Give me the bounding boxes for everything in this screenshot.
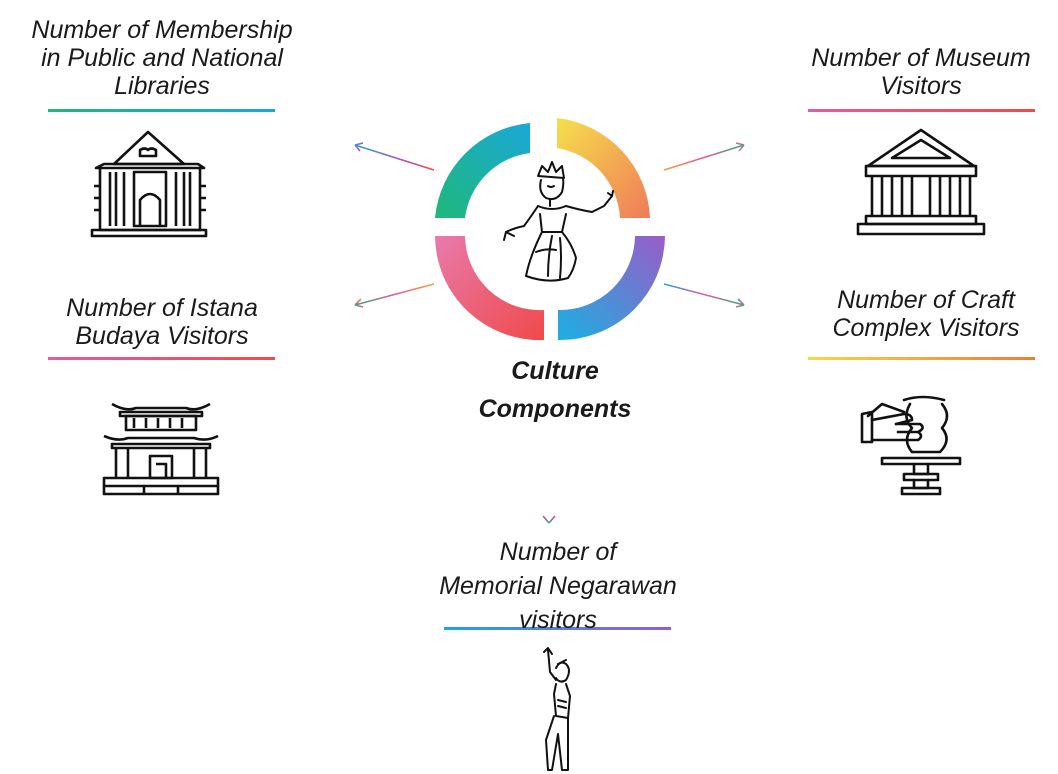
museum-columns-icon — [856, 128, 986, 236]
museum-label: Number of Museum Visitors — [790, 44, 1052, 100]
museum-label-line-2: Visitors — [880, 72, 962, 100]
libraries-label-line-1: Number of Membership — [31, 16, 293, 44]
memorial-label-line-3: visitors — [519, 606, 597, 634]
ring-segment-top-left — [435, 123, 530, 218]
arrow-to-libraries — [354, 142, 435, 171]
arrow-to-museum — [663, 142, 745, 171]
memorial-label-line-2: Memorial Negarawan — [439, 572, 677, 600]
istana-budaya-pagoda-icon — [102, 402, 220, 496]
museum-label-line-1: Number of Museum — [811, 44, 1031, 72]
center-title-line-1: Culture — [511, 357, 599, 385]
ring-segment-top-right — [557, 118, 650, 218]
craft-underline — [808, 357, 1035, 360]
libraries-label-line-2: in Public and National — [41, 44, 283, 72]
statesman-statue-icon — [543, 647, 571, 771]
libraries-label-line-3: Libraries — [114, 72, 210, 100]
memorial-label-line-1: Number of — [499, 538, 617, 566]
istana-label: Number of Istana Budaya Visitors — [30, 294, 294, 350]
craft-label-line-2: Complex Visitors — [832, 314, 1020, 342]
libraries-underline — [48, 109, 275, 112]
craft-label-line-1: Number of Craft — [837, 286, 1015, 314]
ring-segment-bottom-right — [558, 236, 665, 341]
center-title-line-2: Components — [478, 395, 632, 423]
dancer-icon — [503, 161, 614, 282]
istana-label-line-2: Budaya Visitors — [75, 322, 249, 350]
memorial-label: Number of Memorial Negarawan visitors — [420, 535, 696, 637]
museum-underline — [808, 109, 1035, 112]
istana-label-line-1: Number of Istana — [66, 294, 258, 322]
pottery-hand-icon — [860, 395, 962, 496]
arrow-to-memorial — [542, 440, 556, 524]
arrow-to-craft — [663, 283, 745, 308]
istana-underline — [48, 357, 275, 360]
craft-label: Number of Craft Complex Visitors — [800, 286, 1052, 342]
arrow-to-istana — [354, 283, 435, 308]
library-building-icon — [90, 130, 208, 238]
ring-segment-bottom-left — [435, 236, 544, 341]
memorial-underline — [444, 627, 671, 630]
libraries-label: Number of Membership in Public and Natio… — [20, 16, 304, 100]
center-title: Culture Components — [450, 352, 660, 428]
